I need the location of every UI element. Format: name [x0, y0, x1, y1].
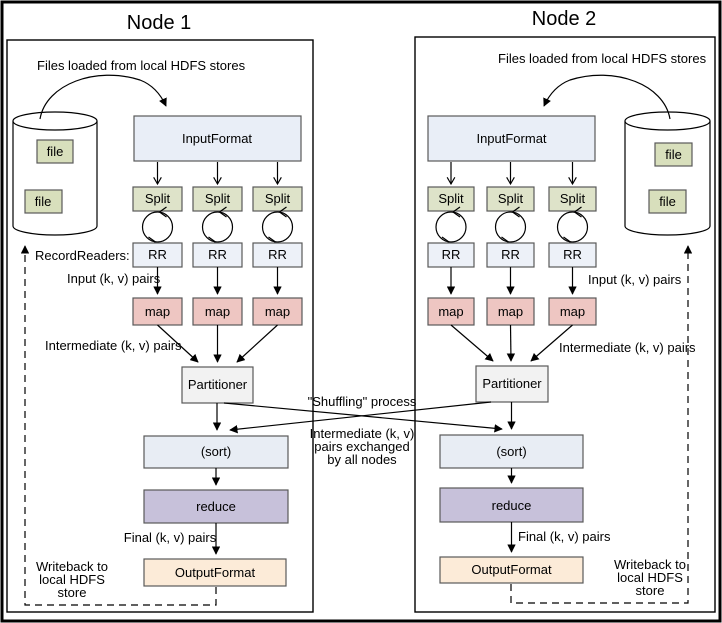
node1-reduce-box — [143, 489, 289, 524]
node1-inputformat-box — [133, 115, 302, 162]
node1-partitioner-box — [181, 366, 254, 404]
node1-split-label-2: Split — [205, 191, 231, 206]
node1-rr-box-3 — [252, 242, 303, 268]
node2-rr-label-2: RR — [501, 247, 520, 262]
node2-writeback-line-1: Writeback to — [614, 557, 686, 572]
node2-split-box-1 — [427, 186, 475, 212]
node2-split-label-2: Split — [498, 191, 524, 206]
shuffling-process-label: "Shuffling" process — [308, 394, 417, 409]
node1-hdfs-cylinder-top — [12, 111, 98, 131]
node2-writeback-line-3: store — [636, 583, 665, 598]
node2-file-label-2: file — [659, 194, 676, 209]
node2-partitioner-box — [475, 365, 549, 403]
node1-rr-label-3: RR — [268, 247, 287, 262]
node1-file-box-2 — [24, 189, 63, 214]
node1-split-label-3: Split — [265, 191, 291, 206]
node1-rr-label-1: RR — [148, 247, 167, 262]
node2-hdfs-cylinder-top — [624, 111, 711, 131]
node2-split-label-3: Split — [560, 191, 586, 206]
node1-writeback-line-2: local HDFS — [39, 572, 105, 587]
node1-map-label-1: map — [145, 304, 170, 319]
node2-outputformat-box — [439, 556, 584, 584]
node2-rr-label-3: RR — [563, 247, 582, 262]
node1-writeback-line-1: Writeback to — [36, 559, 108, 574]
node1-map-box-3 — [252, 297, 303, 326]
node2-sort-label: (sort) — [496, 444, 526, 459]
node1-outputformat-label: OutputFormat — [175, 565, 256, 580]
node2-map-label-2: map — [498, 304, 523, 319]
node2-map-box-1 — [427, 297, 475, 326]
node1-rr-box-2 — [192, 242, 243, 268]
node1-final-pairs-label: Final (k, v) pairs — [124, 530, 217, 545]
node2-map-box-3 — [548, 297, 597, 326]
node1-inputformat-label: InputFormat — [182, 131, 252, 146]
node2-split-box-3 — [548, 186, 597, 212]
node1-split-label-1: Split — [145, 191, 171, 206]
node1-files-loaded-label: Files loaded from local HDFS stores — [37, 58, 246, 73]
node2-rr-box-1 — [427, 242, 475, 268]
exchange-label-line-3: by all nodes — [327, 452, 397, 467]
node2-map-part-arrow-1 — [450, 324, 494, 362]
node1-file-label-2: file — [35, 194, 52, 209]
node2-split-label-1: Split — [438, 191, 464, 206]
node2-rr-label-1: RR — [442, 247, 461, 262]
node1-file-label-1: file — [47, 144, 64, 159]
exchange-label-line-1: Intermediate (k, v) — [310, 426, 415, 441]
node2-intermediate-pairs-label: Intermediate (k, v) pairs — [559, 340, 696, 355]
node1-sort-box — [143, 435, 289, 469]
node2-file-box-2 — [648, 189, 687, 214]
node2-file-box-1 — [654, 142, 693, 167]
node1-map-label-3: map — [265, 304, 290, 319]
node2-writeback-dashed-arrow — [510, 245, 693, 604]
node1-rr-label-2: RR — [208, 247, 227, 262]
node2-load-arrow — [543, 74, 671, 120]
node2-files-loaded-label: Files loaded from local HDFS stores — [498, 51, 707, 66]
node1-outputformat-box — [143, 558, 287, 587]
node2-reduce-box — [439, 487, 584, 523]
node1-writeback-dashed-arrow — [20, 245, 217, 606]
node1-split-box-2 — [192, 186, 243, 212]
node1-intermediate-pairs-label: Intermediate (k, v) pairs — [45, 338, 182, 353]
node1-writeback-line-3: store — [58, 585, 87, 600]
node2-map-label-1: map — [438, 304, 463, 319]
node2-title: Node 2 — [532, 8, 597, 30]
node2-reduce-label: reduce — [492, 498, 532, 513]
node2-inputformat-box — [427, 115, 596, 162]
node1-map-part-arrow-1 — [157, 324, 199, 363]
node1-reduce-label: reduce — [196, 499, 236, 514]
node2-inputformat-label: InputFormat — [476, 131, 546, 146]
node2-map-part-arrow-3 — [530, 324, 573, 362]
node2-map-part-arrow-2 — [506, 324, 516, 362]
node1-map-box-1 — [132, 297, 183, 326]
node1-title: Node 1 — [127, 12, 192, 34]
node1-sort-label: (sort) — [201, 444, 231, 459]
node1-recordreaders-label: RecordReaders: — [35, 248, 130, 263]
node1-input-pairs-label: Input (k, v) pairs — [67, 271, 161, 286]
node1-split-box-1 — [132, 186, 183, 212]
node1-split-box-3 — [252, 186, 303, 212]
exchange-label-line-2: pairs exchanged — [314, 439, 409, 454]
node2-file-label-1: file — [665, 147, 682, 162]
node1-hdfs-cylinder — [12, 121, 98, 236]
node1-file-box-1 — [36, 139, 74, 164]
node1-map-part-arrow-3 — [236, 324, 278, 363]
node2-writeback-line-2: local HDFS — [617, 570, 683, 585]
node2-split-box-2 — [486, 186, 535, 212]
node2-map-label-3: map — [560, 304, 585, 319]
node1-partitioner-label: Partitioner — [188, 377, 248, 392]
node2-outputformat-label: OutputFormat — [471, 562, 552, 577]
node2-hdfs-cylinder — [624, 121, 711, 236]
node2-rr-box-3 — [548, 242, 597, 268]
shuffle-arrow-node2-to-node1 — [229, 401, 492, 434]
node2-final-pairs-label: Final (k, v) pairs — [518, 529, 611, 544]
node1-map-label-2: map — [205, 304, 230, 319]
node1-load-arrow — [39, 74, 167, 120]
node2-partitioner-label: Partitioner — [482, 376, 542, 391]
node2-input-pairs-label: Input (k, v) pairs — [588, 272, 682, 287]
